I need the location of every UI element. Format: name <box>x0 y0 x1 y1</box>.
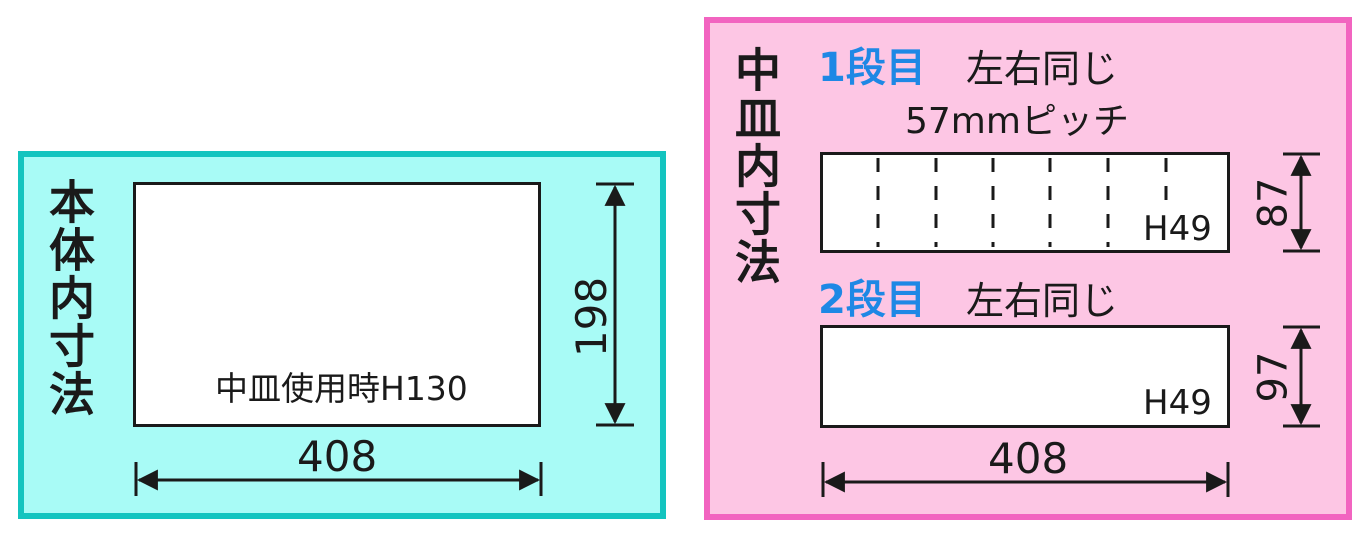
tier2-symmetry: 左右同じ <box>966 279 1119 323</box>
body-tray-height-note: 中皿使用時H130 <box>215 369 468 408</box>
tier1-pitch: 57mmピッチ <box>905 101 1129 142</box>
tier2-depth-label: 97 <box>1250 351 1297 403</box>
tier2-label: 2段目 <box>818 277 926 323</box>
tier1-box <box>820 152 1230 253</box>
body-width-label: 408 <box>297 432 378 481</box>
tray-dimensions-panel <box>704 17 1352 520</box>
tier1-depth-label: 87 <box>1250 177 1297 229</box>
tier2-height-note: H49 <box>1143 383 1212 423</box>
tier1-label: 1段目 <box>818 45 926 91</box>
body-inner-box <box>133 182 541 427</box>
body-height-label: 198 <box>567 276 617 358</box>
tier2-box <box>820 325 1230 428</box>
tier1-symmetry: 左右同じ <box>966 47 1119 91</box>
tier1-height-note: H49 <box>1143 209 1212 249</box>
body-dimensions-title: 本体内寸法 <box>42 178 96 418</box>
tray-dimensions-title: 中皿内寸法 <box>728 46 782 286</box>
tray-width-label: 408 <box>988 434 1069 483</box>
